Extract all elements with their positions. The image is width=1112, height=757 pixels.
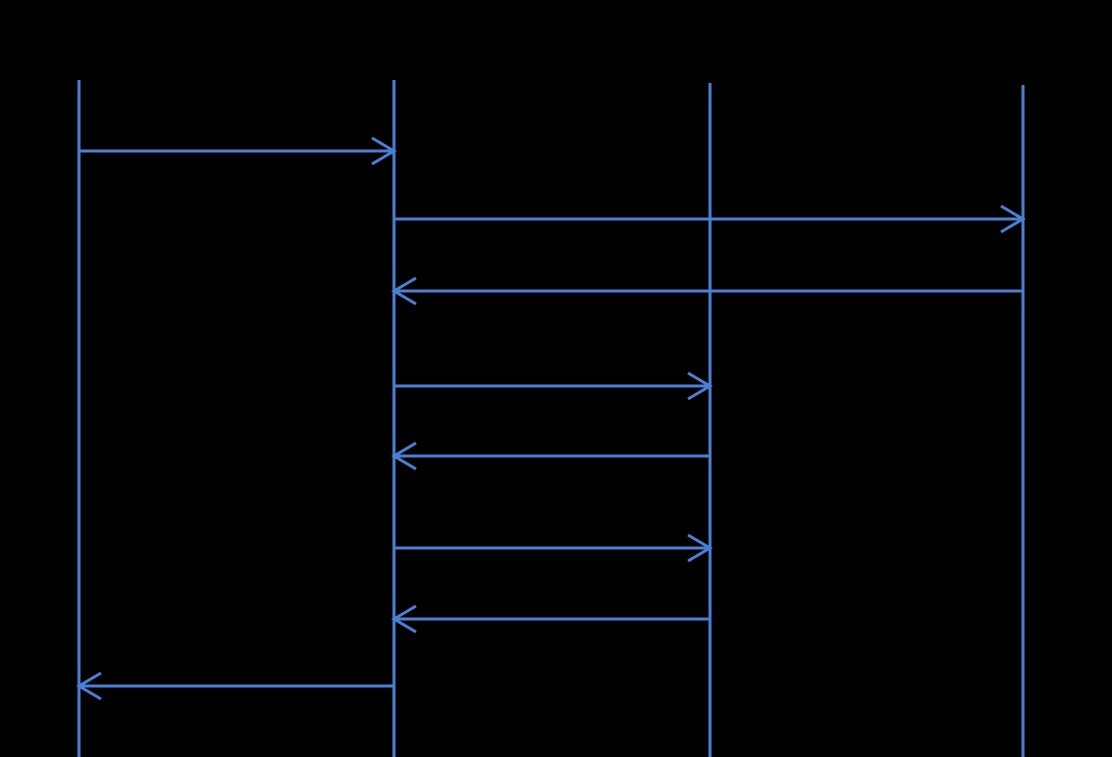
message-6 — [394, 533, 713, 563]
messages-group — [76, 136, 1026, 701]
message-arrowhead-1 — [371, 136, 397, 166]
message-1 — [79, 136, 397, 166]
message-3 — [391, 276, 1023, 306]
message-2 — [394, 204, 1026, 234]
message-arrowhead-8 — [76, 671, 102, 701]
lifelines-group — [77, 80, 1025, 757]
message-arrowhead-3 — [391, 276, 417, 306]
message-5 — [391, 441, 710, 471]
message-arrowhead-2 — [1000, 204, 1026, 234]
message-7 — [391, 604, 710, 634]
message-arrowhead-5 — [391, 441, 417, 471]
message-arrowhead-4 — [687, 371, 713, 401]
message-8 — [76, 671, 394, 701]
message-4 — [394, 371, 713, 401]
message-arrowhead-6 — [687, 533, 713, 563]
message-arrowhead-7 — [391, 604, 417, 634]
